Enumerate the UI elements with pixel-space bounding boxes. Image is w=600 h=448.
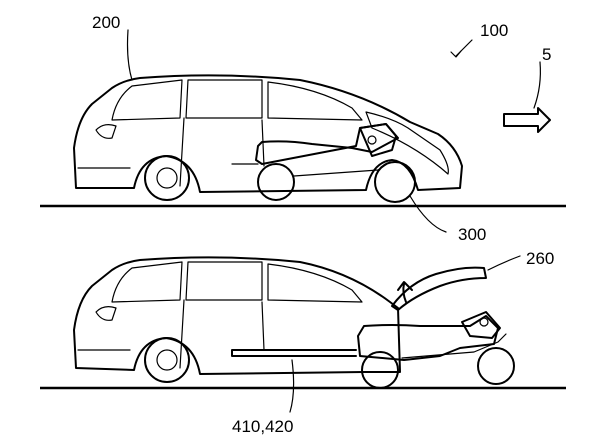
small-vehicle-lamp-top <box>367 135 377 145</box>
car-window-rear-top <box>111 79 183 121</box>
car-body-top <box>73 74 463 193</box>
leader-410-420 <box>289 359 295 413</box>
small-vehicle-frame-top <box>231 161 391 177</box>
leader-5 <box>533 61 541 109</box>
car-rear-hub-bottom <box>156 349 178 371</box>
car-front-wheel-top <box>374 161 416 203</box>
leader-200 <box>126 29 133 81</box>
car-rear-hub-top <box>156 167 178 189</box>
label-300: 300 <box>458 225 486 244</box>
car-window-middle-top <box>185 79 263 119</box>
car-rear-wheel-top <box>144 155 190 201</box>
label-200: 200 <box>92 13 120 32</box>
direction-arrow <box>503 107 551 133</box>
small-vehicle-wheel-top <box>257 163 295 201</box>
label-5: 5 <box>542 45 551 64</box>
hood-open <box>391 266 487 311</box>
car-window-rear-bottom <box>111 261 183 303</box>
top-view <box>40 29 566 233</box>
leader-300 <box>409 195 447 233</box>
small-vehicle-body-bottom <box>357 315 499 361</box>
rails <box>231 349 357 357</box>
small-vehicle-wheel-bottom <box>477 347 515 385</box>
bottom-view <box>40 255 566 413</box>
label-100: 100 <box>480 21 508 40</box>
car-window-front-bottom <box>267 263 363 303</box>
small-vehicle-body-top <box>255 123 399 165</box>
car-door-lines-top <box>77 117 265 187</box>
car-rear-wheel-bottom <box>144 337 190 383</box>
small-vehicle-lamp-bottom <box>479 317 489 327</box>
car-window-front-top <box>267 81 363 121</box>
hood-open-arrow <box>397 281 413 303</box>
label-410-420: 410,420 <box>232 417 293 436</box>
leader-260 <box>487 255 521 271</box>
small-vehicle-frame-bottom <box>401 333 507 359</box>
car-windshield-top <box>365 111 449 175</box>
small-vehicle-seat-top <box>359 123 397 157</box>
car-front-wheel-bottom <box>361 351 399 389</box>
car-door-lines-bottom <box>77 299 265 369</box>
car-window-middle-bottom <box>185 261 263 301</box>
small-vehicle-seat-bottom <box>461 311 501 339</box>
arrowhead-100 <box>450 50 462 58</box>
label-260: 260 <box>526 249 554 268</box>
